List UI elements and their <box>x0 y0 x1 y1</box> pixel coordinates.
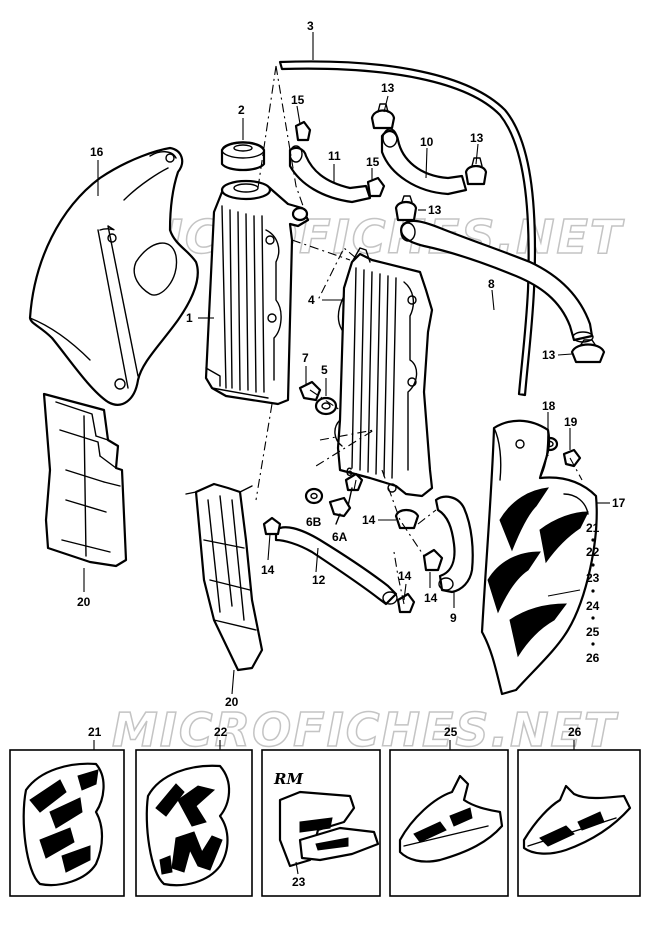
decal-list-24: 24 <box>586 599 600 613</box>
part-2-radiator-cap <box>220 141 266 172</box>
watermark-top: MICROFICHES.NET <box>118 210 625 264</box>
leader-lines <box>83 32 610 695</box>
decal-panel-24-23: 24 RM 23 <box>261 749 381 897</box>
callout-13-right: 13 <box>470 131 484 145</box>
callout-3: 3 <box>307 19 314 33</box>
part-13-clamp-d <box>570 339 606 364</box>
callout-6: 6 <box>346 465 353 479</box>
part-13-clamp-a <box>370 103 396 130</box>
part-16-radiator-shroud <box>28 146 199 406</box>
part-12-hose <box>274 526 398 606</box>
callout-19: 19 <box>564 415 578 429</box>
part-9-hose <box>434 495 474 594</box>
decal-list-23: 23 <box>586 571 600 585</box>
decal-number-list: 21 22 23 24 25 26 <box>586 521 600 665</box>
callout-13-mid: 13 <box>428 203 442 217</box>
callout-15-mid: 15 <box>366 155 380 169</box>
decal-panel-26: 26 <box>517 725 641 897</box>
callout-20-left: 20 <box>77 595 91 609</box>
panel-label-23: 23 <box>292 875 306 889</box>
callout-13-top: 13 <box>381 81 395 95</box>
part-5-cushion <box>314 396 338 416</box>
callout-9: 9 <box>450 611 457 625</box>
callout-2: 2 <box>238 103 245 117</box>
part-20-radiator-guard-left <box>42 392 128 568</box>
callout-7: 7 <box>302 351 309 365</box>
part-6-bolt <box>344 472 364 507</box>
part-6b-washer <box>304 487 324 505</box>
callout-14-left: 14 <box>261 563 275 577</box>
part-20-radiator-guard-center <box>185 482 264 672</box>
part-15-clamp-a <box>294 120 312 142</box>
assembly-lines <box>255 65 583 605</box>
decal-list-22: 22 <box>586 545 600 559</box>
part-3-overflow-tube <box>278 60 537 397</box>
callout-14-right: 14 <box>424 591 438 605</box>
decal-panel-21: 21 <box>9 725 125 897</box>
callout-10: 10 <box>420 135 434 149</box>
callout-11: 11 <box>328 149 341 163</box>
part-19-bolt <box>562 448 582 468</box>
decal-list-21: 21 <box>586 521 600 535</box>
callout-13-low: 13 <box>542 348 556 362</box>
callout-12: 12 <box>312 573 326 587</box>
part-1-radiator-left <box>204 179 310 406</box>
callout-14-low: 14 <box>398 569 412 583</box>
callout-16: 16 <box>90 145 104 159</box>
callout-4: 4 <box>308 293 315 307</box>
callout-6b: 6B <box>306 515 322 529</box>
callout-17: 17 <box>612 496 626 510</box>
decal-list-25: 25 <box>586 625 600 639</box>
part-4-radiator-right <box>334 247 434 498</box>
callout-6a: 6A <box>332 530 348 544</box>
decal-list-26: 26 <box>586 651 600 665</box>
part-6a-bolt <box>328 496 352 525</box>
part-15-clamp-b <box>366 176 386 198</box>
part-11-hose <box>288 145 372 204</box>
callout-8: 8 <box>488 277 495 291</box>
callout-5: 5 <box>321 363 328 377</box>
callout-14-mid: 14 <box>362 513 376 527</box>
part-13-clamp-b <box>464 157 488 186</box>
panel-label-26: 26 <box>568 725 582 739</box>
panel-label-22: 22 <box>214 725 228 739</box>
decal-panel-22: 22 <box>135 725 253 897</box>
callout-1: 1 <box>186 311 193 325</box>
part-14-clamp-d <box>396 592 416 614</box>
callout-20-center: 20 <box>225 695 239 709</box>
decal-panel-25: 25 <box>389 725 509 897</box>
callout-18: 18 <box>542 399 556 413</box>
part-17-shroud-right <box>480 419 598 696</box>
part-14-clamp-c <box>422 548 444 572</box>
callout-labels: 3 2 16 1 4 7 5 15 11 15 13 10 13 13 8 13… <box>77 19 626 709</box>
part-14-clamp-a <box>262 516 282 536</box>
watermark-bottom: MICROFICHES.NET <box>112 703 619 757</box>
panel-label-25: 25 <box>444 725 458 739</box>
panel-label-21: 21 <box>88 725 102 739</box>
callout-15-top: 15 <box>291 93 305 107</box>
part-13-clamp-c <box>394 195 418 222</box>
rm-logo-text: RM <box>273 770 303 788</box>
part-7-drain-bolt <box>298 380 322 402</box>
